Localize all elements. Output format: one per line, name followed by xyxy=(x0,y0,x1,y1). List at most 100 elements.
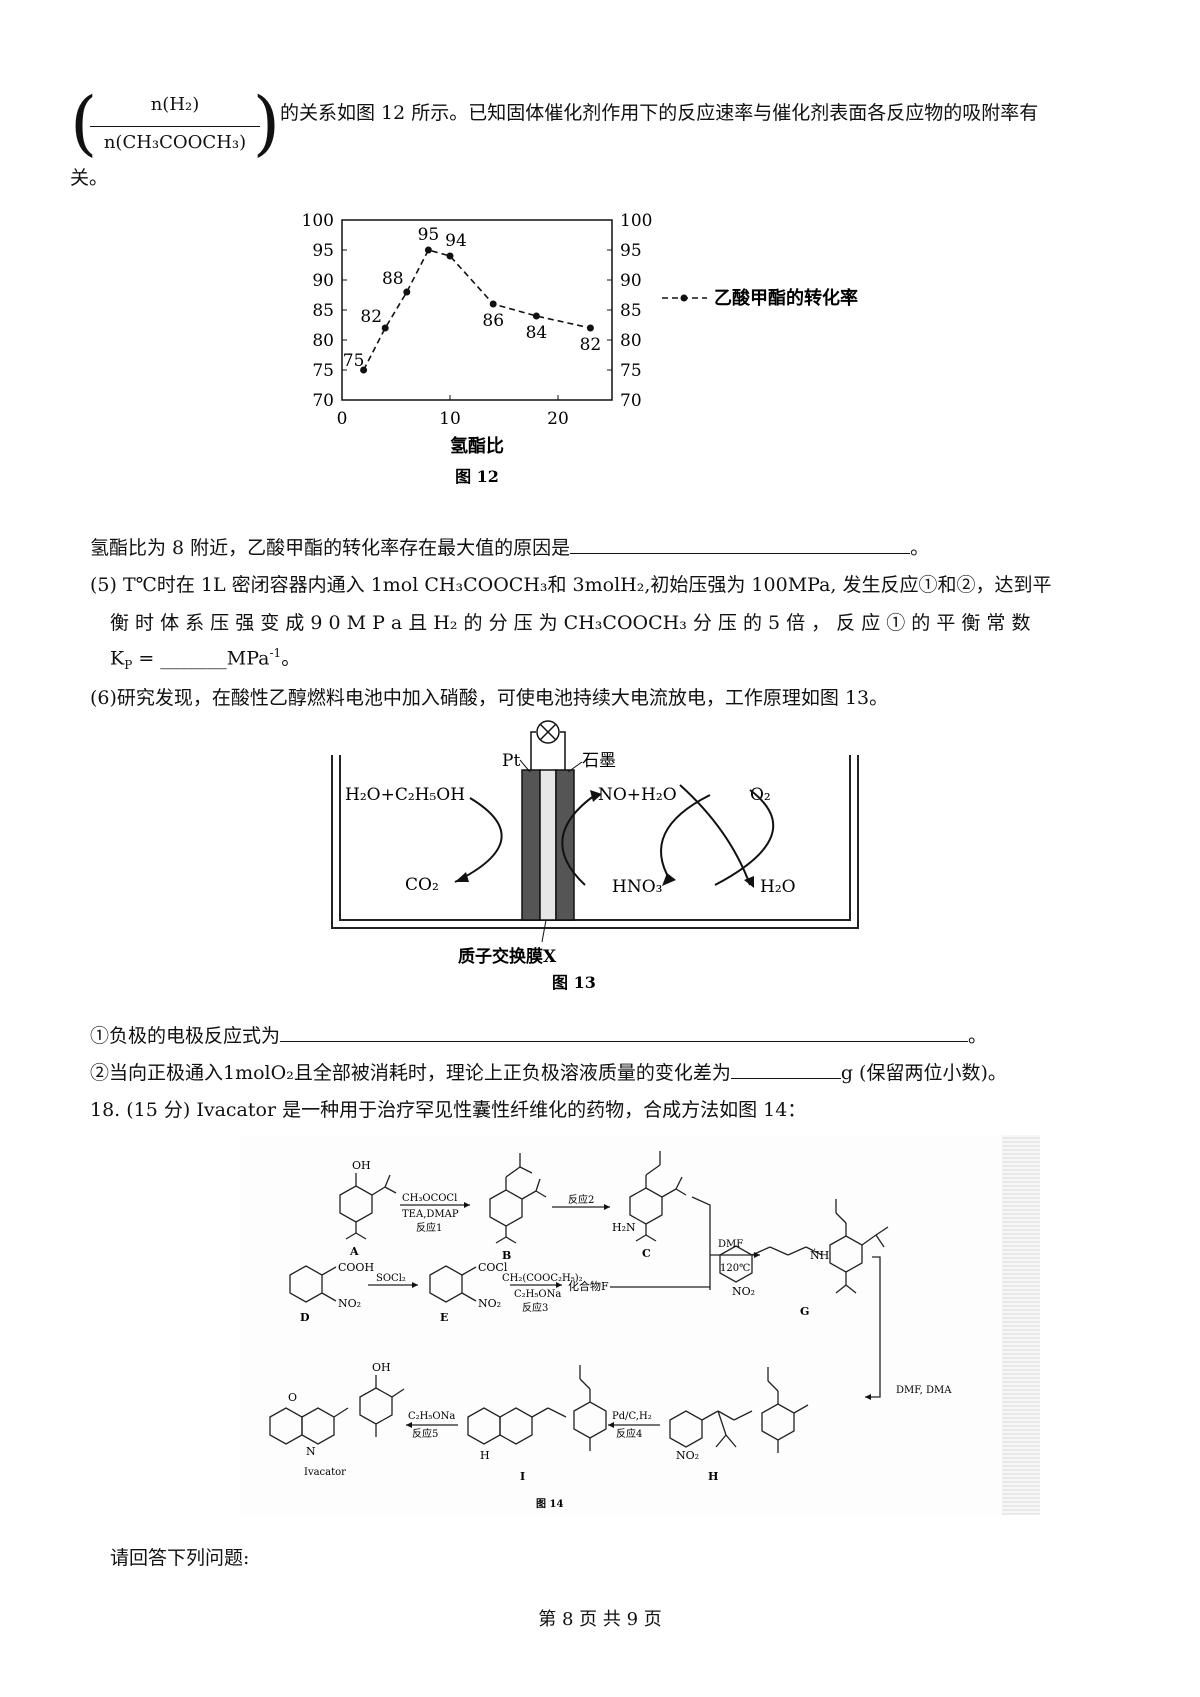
compound-h-left-ring xyxy=(669,1410,703,1448)
compound-c-ring xyxy=(629,1187,663,1225)
y-tick-label-left: 80 xyxy=(312,331,334,351)
data-label: 88 xyxy=(382,269,404,289)
fuel-cell-diagram: Pt 石墨 H₂O+C₂H₅OH CO₂ NO+H₂O HNO₃ O₂ H₂O … xyxy=(331,720,859,990)
series-line xyxy=(362,249,591,371)
cathode-bottom-species: HNO₃ xyxy=(612,877,662,897)
label-d: D xyxy=(300,1311,310,1324)
h-no2: NO₂ xyxy=(676,1449,699,1462)
data-label: 84 xyxy=(526,323,548,343)
y-tick-label-right: 85 xyxy=(620,301,642,321)
intro-line-1: 的关系如图 12 所示。已知固体催化剂作用下的反应速率与催化剂表面各反应物的吸附… xyxy=(280,102,1039,124)
label-b: B xyxy=(502,1249,511,1262)
q4-answer-blank[interactable] xyxy=(570,537,911,554)
y-tick-label-left: 70 xyxy=(312,391,334,411)
cathode-arrow-mid xyxy=(660,794,711,881)
y-tick-label-right: 80 xyxy=(620,331,642,351)
ivacator-right-ring xyxy=(359,1387,393,1425)
y-tick-label-left: 95 xyxy=(312,241,334,261)
e-no2: NO₂ xyxy=(478,1297,501,1310)
data-point xyxy=(489,300,497,308)
data-label: 86 xyxy=(482,311,504,331)
label-i: I xyxy=(520,1470,525,1483)
label-h: H xyxy=(708,1470,718,1483)
data-point xyxy=(403,288,411,296)
ivacator-label: Ivacator xyxy=(304,1467,346,1478)
ivacator-left-ring xyxy=(269,1407,303,1445)
q5-line-3: KP = _______MPa-1。 xyxy=(110,646,301,673)
r4-reagent: Pd/C,H₂ xyxy=(612,1411,652,1422)
q18-intro: 18. (15 分) Ivacator 是一种用于治疗罕见性囊性纤维化的药物，合… xyxy=(90,1099,807,1121)
data-label: 82 xyxy=(580,335,602,355)
q6-2-answer-blank[interactable] xyxy=(730,1062,841,1079)
r2-label: 反应2 xyxy=(568,1193,594,1206)
e-cocl: COCl xyxy=(478,1261,508,1274)
compound-e-ring xyxy=(429,1265,463,1303)
compound-i-left-ring xyxy=(467,1407,501,1445)
water-arrow-path xyxy=(679,784,751,886)
r3-base: C₂H₅ONa xyxy=(514,1289,561,1300)
data-point xyxy=(532,312,540,320)
intro-line-2: 关。 xyxy=(70,167,109,189)
anode-product: CO₂ xyxy=(405,875,439,895)
page-footer: 第 8 页 共 9 页 xyxy=(538,1609,662,1630)
compound-f-label: 化合物F xyxy=(568,1279,609,1293)
pt-label: Pt xyxy=(502,751,520,771)
cell-tank xyxy=(339,755,851,921)
r3-label: 反应3 xyxy=(522,1301,548,1314)
q5-line-1: (5) T℃时在 1L 密闭容器内通入 1mol CH₃COOCH₃和 3mol… xyxy=(90,574,1052,596)
x-axis-label: 氢酯比 xyxy=(450,435,504,457)
compound-b-ring xyxy=(489,1189,523,1227)
closing-prompt: 请回答下列问题: xyxy=(110,1547,250,1569)
membrane-label: 质子交换膜X xyxy=(458,946,557,967)
y-tick-label-right: 90 xyxy=(620,271,642,291)
chart-caption: 图 12 xyxy=(455,467,499,486)
proton-exchange-membrane xyxy=(539,769,557,921)
data-label: 82 xyxy=(360,307,382,327)
c-h2n: H₂N xyxy=(612,1221,636,1234)
q6-1-line: ①负极的电极反应式为。 xyxy=(90,1025,988,1047)
q5-line-2: 衡 时 体 系 压 强 变 成 9 0 M P a 且 H₂ 的 分 压 为 C… xyxy=(110,612,1031,634)
data-point xyxy=(360,366,368,374)
compound-g-left-ring xyxy=(719,1245,753,1283)
data-label: 94 xyxy=(445,231,467,251)
q4-text: 氢酯比为 8 附近，乙酸甲酯的转化率存在最大值的原因是 xyxy=(90,537,571,559)
compound-g-right-ring xyxy=(829,1235,863,1273)
q6-intro: (6)研究发现，在酸性乙醇燃料电池中加入硝酸，可使电池持续大电流放电，工作原理如… xyxy=(90,687,889,709)
dmf-dma-label: DMF, DMA xyxy=(896,1385,952,1396)
plot-frame xyxy=(341,219,613,401)
y-tick-label-right: 75 xyxy=(620,361,642,381)
fraction-denominator: n(CH₃COOCH₃) xyxy=(103,132,247,153)
ivacator-n: N xyxy=(306,1445,316,1458)
anode-reactants: H₂O+C₂H₅OH xyxy=(345,785,465,805)
right-paren: ) xyxy=(252,82,280,164)
g-no2: NO₂ xyxy=(732,1285,755,1298)
r1-label: 反应1 xyxy=(416,1221,442,1234)
y-tick-label-left: 75 xyxy=(312,361,334,381)
data-label: 95 xyxy=(418,225,440,245)
a-oh: OH xyxy=(352,1159,371,1172)
x-tick-label: 20 xyxy=(547,409,569,429)
r3-reagent: CH₂(COOC₂H₅)₂ xyxy=(502,1273,583,1284)
scheme-arrowheads xyxy=(406,1202,871,1428)
y-tick-label-left: 100 xyxy=(302,211,334,231)
q6-1-answer-blank[interactable] xyxy=(280,1025,969,1042)
q4-end: 。 xyxy=(910,537,930,559)
compound-a-ring xyxy=(339,1185,373,1223)
data-label: 75 xyxy=(343,351,365,371)
x-tick-label: 0 xyxy=(337,409,348,429)
ratio-fraction: ( n(H₂) n(CH₃COOCH₃) ) xyxy=(70,88,280,166)
data-point xyxy=(381,324,389,332)
fig14-caption: 图 14 xyxy=(536,1498,563,1510)
compound-d-ring xyxy=(289,1265,323,1303)
x-tick-label: 10 xyxy=(439,409,461,429)
label-a: A xyxy=(349,1245,359,1258)
ivacator-mid-ring xyxy=(301,1407,335,1445)
fig13-caption: 图 13 xyxy=(552,973,596,990)
fraction-numerator: n(H₂) xyxy=(150,94,200,115)
data-point xyxy=(446,252,454,260)
data-point xyxy=(586,324,594,332)
d-no2: NO₂ xyxy=(338,1297,361,1310)
ivacator-o: O xyxy=(288,1391,297,1404)
